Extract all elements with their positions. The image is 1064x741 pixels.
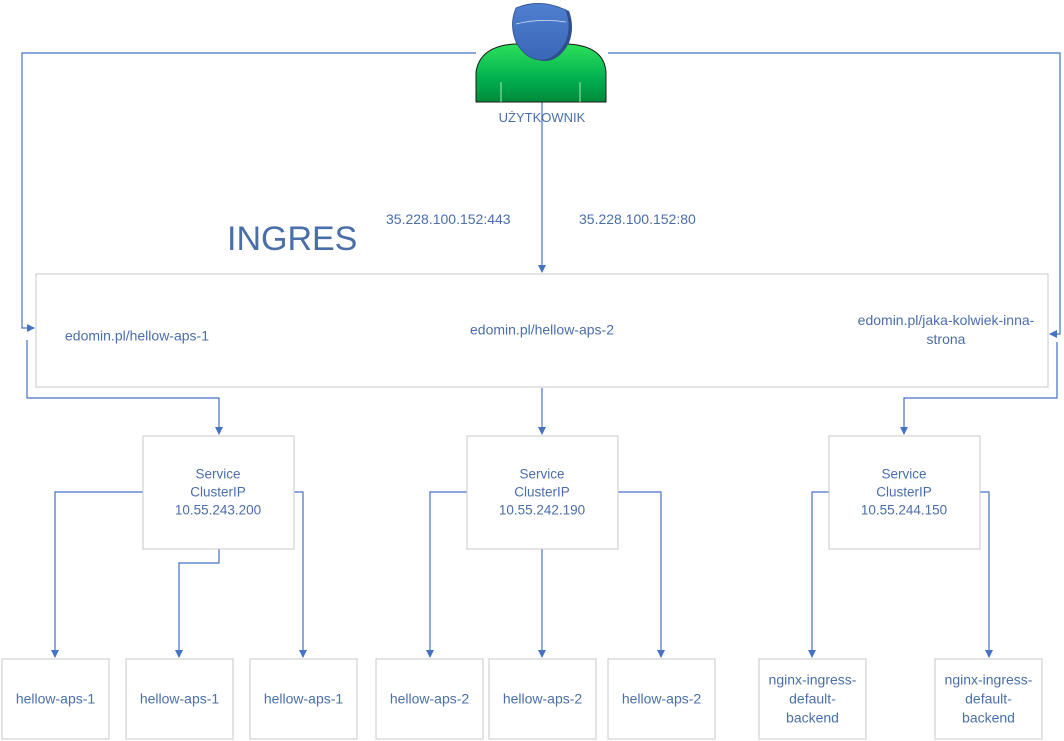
service-2-line-2: ClusterIP [514,485,570,500]
service-1-line-3: 10.55.243.200 [175,503,261,518]
service-3-to-pod-8-connector [979,491,993,658]
service-3-line-1: Service [881,467,926,482]
ingress-route-1-line-1: edomin.pl/hellow-aps-1 [65,328,209,344]
pod-box-4 [375,658,484,740]
pod-8-line-1: nginx-ingress- [945,672,1033,688]
pod-8-line-2: default- [965,691,1012,707]
service-box-1 [142,435,295,550]
pod-6-line-1: hellow-aps-2 [622,691,702,707]
service-1-line-2: ClusterIP [190,485,246,500]
ingress-to-service-1-connector [26,340,223,435]
pod-5-line-1: hellow-aps-2 [503,691,583,707]
pod-3-line-1: hellow-aps-1 [264,691,344,707]
service-box-2 [466,435,619,550]
ingress-routes: edomin.pl/hellow-aps-1 edomin.pl/hellow-a… [65,312,1035,347]
service-1-line-1: Service [195,467,240,482]
pod-7-line-2: default- [789,691,836,707]
ingress-box [35,273,1049,388]
service-1-to-pod-1-connector [51,491,143,658]
service-box-3 [828,435,981,550]
user-to-route-1-connector [21,52,476,332]
user-icon [475,3,607,103]
pod-box-3 [249,658,358,740]
service-3-line-2: ClusterIP [876,485,932,500]
service-2-line-1: Service [519,467,564,482]
ingress-route-2-line-1: edomin.pl/hellow-aps-2 [470,322,614,338]
service-2-to-pod-6-connector [617,491,665,658]
ingress-to-service-3-connector [900,342,1058,435]
pod-box-7 [758,658,867,740]
pod-7-line-1: nginx-ingress- [769,672,857,688]
ingress-title: INGRES [227,220,357,258]
connectors [21,52,1061,658]
ingress-route-3-line-2: strona [927,331,966,347]
pod-2-line-1: hellow-aps-1 [140,691,220,707]
user-label: UŻYTKOWNIK [499,110,586,125]
pod-box-1 [1,658,110,740]
pod-box-2 [125,658,234,740]
pod-4-line-1: hellow-aps-2 [390,691,470,707]
service-3-line-3: 10.55.244.150 [861,503,947,518]
service-3-to-pod-7-connector [808,491,829,658]
pod-box-6 [607,658,716,740]
service-2-line-3: 10.55.242.190 [499,503,585,518]
ingress-route-3-line-1: edomin.pl/jaka-kolwiek-inna- [858,312,1035,328]
pods: hellow-aps-1 hellow-aps-1 hellow-aps-1 hell… [1,658,1043,740]
pod-box-8 [934,658,1043,740]
pod-7-line-3: backend [786,710,839,726]
user-to-route-3-connector [608,52,1061,338]
service-2-to-pod-4-connector [426,491,467,658]
pod-box-5 [488,658,597,740]
pod-8-line-3: backend [962,710,1015,726]
pod-1-line-1: hellow-aps-1 [16,691,96,707]
service-1-to-pod-3-connector [294,491,307,658]
ingress-ip-http: 35.228.100.152:80 [579,211,696,227]
ingress-ip-https: 35.228.100.152:443 [386,211,511,227]
service-1-to-pod-2-connector [175,549,220,658]
